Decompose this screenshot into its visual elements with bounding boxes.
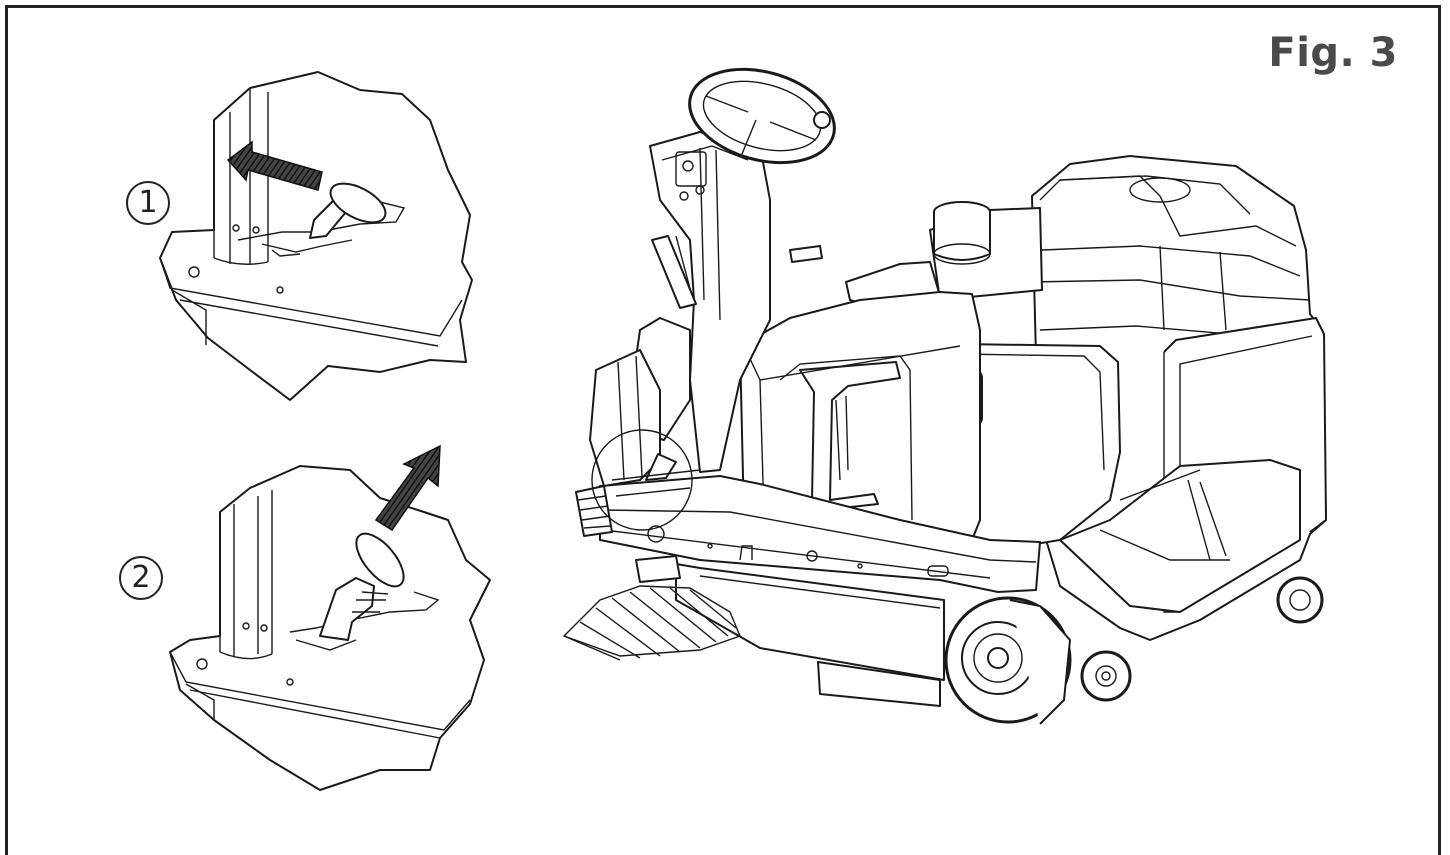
figure-frame [5, 5, 1441, 855]
sweeper-machine [562, 67, 1327, 725]
step-1-number: 1 [126, 181, 170, 225]
detail-1-arrow [226, 140, 323, 191]
figure-title: Fig. 3 [1268, 30, 1398, 76]
detail-2-arrow [374, 444, 441, 532]
detail-1-illustration [159, 71, 473, 401]
step-2-number: 2 [119, 556, 163, 600]
steering-wheel [688, 67, 836, 165]
detail-marker-circle [591, 429, 693, 531]
detail-2-illustration [169, 444, 491, 791]
